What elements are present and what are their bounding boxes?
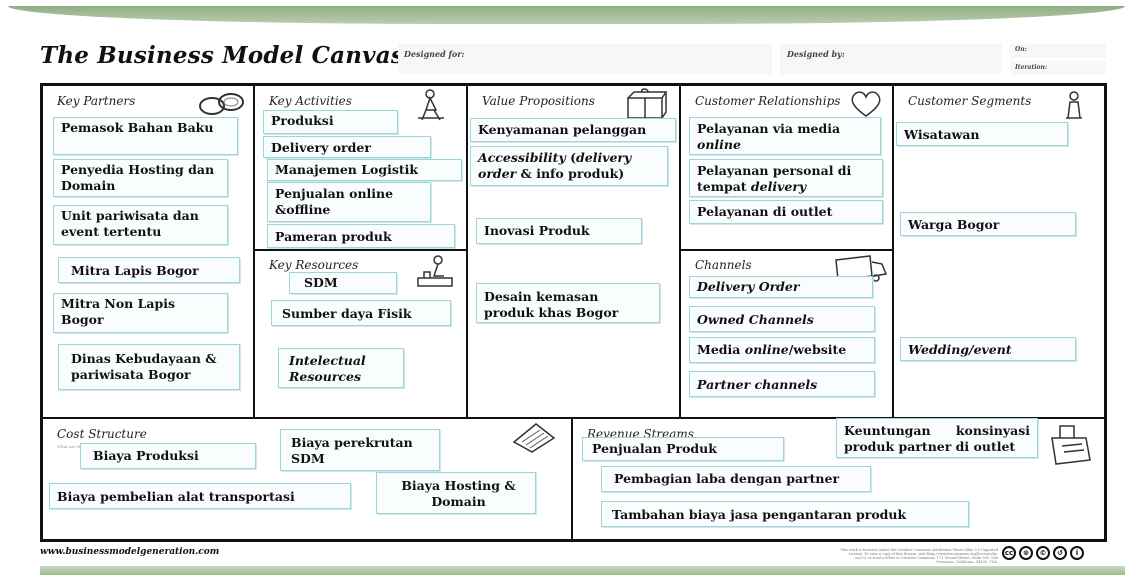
iteration-field[interactable] <box>1010 61 1106 75</box>
heart-icon <box>851 91 881 117</box>
iteration-label: Iteration: <box>1015 64 1048 71</box>
note-key-resource-3: Intelectual Resources <box>278 348 404 388</box>
divider-cr-cs <box>892 85 894 418</box>
note-key-partner-6: Dinas Kebudayaan & pariwisata Bogor <box>58 344 240 390</box>
sa-icon: ↺ <box>1053 546 1067 560</box>
note-key-activity-1: Produksi <box>263 110 398 134</box>
cost-structure-title: Cost Structure <box>57 427 147 441</box>
date-label: On: <box>1015 46 1027 53</box>
note-key-activity-5: Pameran produk <box>267 224 455 248</box>
by-icon: ⊚ <box>1019 546 1033 560</box>
note-channel-3: Media online/website <box>689 337 875 363</box>
note-key-partner-1: Pemasok Bahan Baku <box>53 117 238 155</box>
note-key-partner-4: Mitra Lapis Bogor <box>58 257 240 283</box>
business-model-canvas-grid <box>40 83 1107 542</box>
divider-ka-vp <box>466 85 468 418</box>
top-decorative-band <box>8 6 1125 24</box>
note-key-partner-2: Penyedia Hosting dan Domain <box>53 159 228 197</box>
person-icon <box>1066 91 1082 119</box>
note-cost-4: Biaya Hosting & Domain <box>376 472 536 514</box>
worker-icon <box>418 89 444 121</box>
designed-by-label: Designed by: <box>787 49 845 59</box>
designed-for-field[interactable] <box>398 44 772 74</box>
customer-segments-title: Customer Segments <box>908 94 1032 108</box>
note-revenue-4: Tambahan biaya jasa pengantaran produk <box>601 501 969 527</box>
price-tag-icon <box>512 423 556 453</box>
divider-vp-cr <box>679 85 681 418</box>
divider-cr-ch <box>680 249 892 251</box>
note-revenue-1: Penjualan Produk <box>582 437 784 461</box>
gift-icon <box>627 88 668 119</box>
note-revenue-2: Keuntungan konsinyasi produk partner di … <box>836 418 1038 458</box>
note-key-partner-3: Unit pariwisata dan event tertentu <box>53 205 228 245</box>
page-title: The Business Model Canvas <box>40 42 404 69</box>
creative-commons-icon: cc ⊚ © ↺ i <box>1002 546 1084 560</box>
note-key-partner-5: Mitra Non Lapis Bogor <box>53 293 228 333</box>
key-activities-title: Key Activities <box>269 94 352 108</box>
note-value-proposition-1: Kenyamanan pelanggan <box>470 118 676 142</box>
note-cost-3: Biaya pembelian alat transportasi <box>49 483 351 509</box>
note-channel-2: Owned Channels <box>689 306 875 332</box>
divider-kp-ka <box>253 85 255 418</box>
cc-icon: cc <box>1002 546 1016 560</box>
vp2-delivery-order: delivery order <box>478 150 632 181</box>
note-customer-relationship-2: Pelayanan personal di tempat delivery <box>689 159 883 197</box>
designed-by-field[interactable] <box>780 44 1002 74</box>
note-customer-segment-1: Wisatawan <box>896 122 1068 146</box>
note-key-activity-3: Manajemen Logistik <box>267 159 462 181</box>
bottom-decorative-band <box>40 566 1125 575</box>
attribution-icon: i <box>1070 546 1084 560</box>
footer-url[interactable]: www.businessmodelgeneration.com <box>40 547 220 557</box>
key-resources-title: Key Resources <box>269 258 359 272</box>
divider-top-bottom <box>42 417 1105 419</box>
note-customer-relationship-1: Pelayanan via media online <box>689 117 881 155</box>
note-value-proposition-4: Desain kemasan produk khas Bogor <box>476 283 660 323</box>
note-value-proposition-3: Inovasi Produk <box>476 218 642 244</box>
note-key-activity-4: Penjualan online &offline <box>267 182 431 222</box>
license-text: This work is licensed under the Creative… <box>840 548 998 564</box>
note-value-proposition-2: Accessibility (delivery order & info pro… <box>470 146 668 186</box>
note-cost-1: Biaya Produksi <box>80 443 256 469</box>
note-key-resource-2: Sumber daya Fisik <box>271 300 451 326</box>
note-key-resource-1: SDM <box>289 272 397 294</box>
value-propositions-title: Value Propositions <box>482 94 595 108</box>
note-customer-relationship-3: Pelayanan di outlet <box>689 200 883 224</box>
cash-register-icon <box>1051 425 1091 465</box>
designed-for-label: Designed for: <box>404 49 465 59</box>
note-channel-1: Delivery Order <box>689 276 873 298</box>
note-revenue-3: Pembagian laba dengan partner <box>601 466 871 492</box>
date-field[interactable] <box>1010 44 1106 58</box>
note-customer-segment-2: Warga Bogor <box>900 212 1076 236</box>
nc-icon: © <box>1036 546 1050 560</box>
divider-ka-kr <box>254 249 466 251</box>
channels-title: Channels <box>695 258 752 272</box>
customer-relationships-title: Customer Relationships <box>695 94 841 108</box>
divider-cost-revenue <box>571 418 573 540</box>
note-key-activity-2: Delivery order <box>263 136 431 158</box>
key-partners-title: Key Partners <box>57 94 136 108</box>
chain-links-icon <box>199 93 244 115</box>
note-channel-4: Partner channels <box>689 371 875 397</box>
vp2-accessibility: Accessibility <box>478 150 566 165</box>
factory-worker-icon <box>417 255 453 287</box>
note-cost-2: Biaya perekrutan SDM <box>280 429 440 471</box>
note-customer-segment-3: Wedding/event <box>900 337 1076 361</box>
